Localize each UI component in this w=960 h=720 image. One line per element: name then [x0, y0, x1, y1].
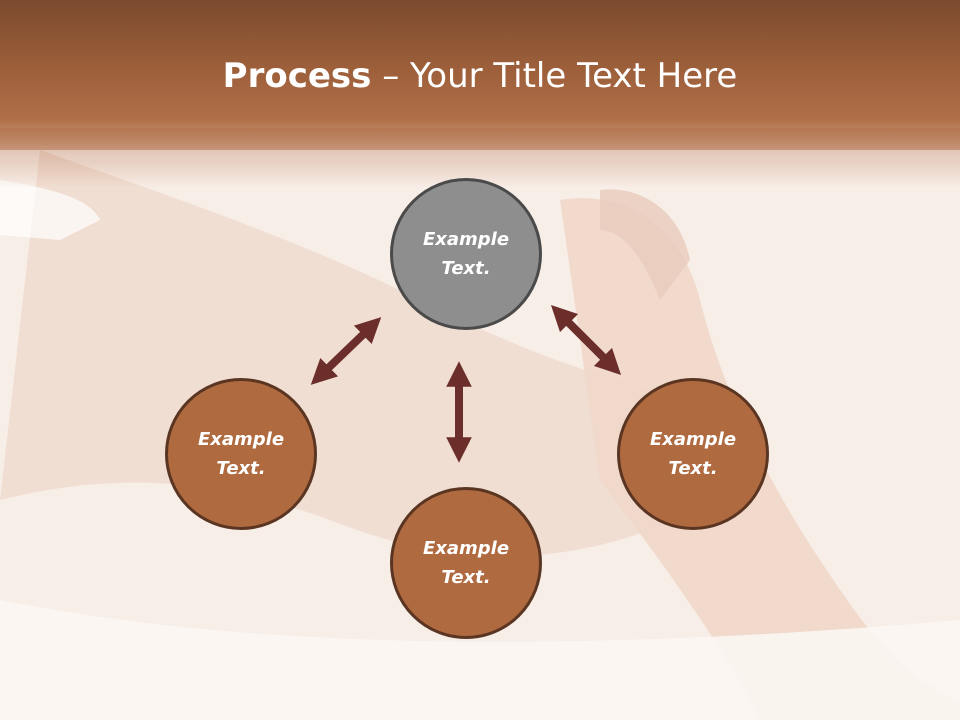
- arrow-top-right: [550, 304, 622, 376]
- title-band: [0, 0, 960, 150]
- title-rest-part: Your Title Text Here: [410, 56, 738, 96]
- process-node-left-text: Example Text.: [197, 429, 285, 479]
- process-node-bottom-text: Example Text.: [422, 538, 510, 588]
- process-node-left: Example Text.: [165, 378, 317, 530]
- process-node-right: Example Text.: [617, 378, 769, 530]
- process-node-right-text: Example Text.: [649, 429, 737, 479]
- title-separator: –: [371, 56, 411, 96]
- arrow-top-left: [310, 317, 382, 385]
- process-node-bottom: Example Text.: [390, 487, 542, 639]
- process-node-top-text: Example Text.: [422, 229, 510, 279]
- title-bold-part: Process: [222, 56, 372, 96]
- process-node-top: Example Text.: [390, 178, 542, 330]
- slide-title: Process – Your Title Text Here: [0, 52, 960, 100]
- title-band-fade: [0, 128, 960, 188]
